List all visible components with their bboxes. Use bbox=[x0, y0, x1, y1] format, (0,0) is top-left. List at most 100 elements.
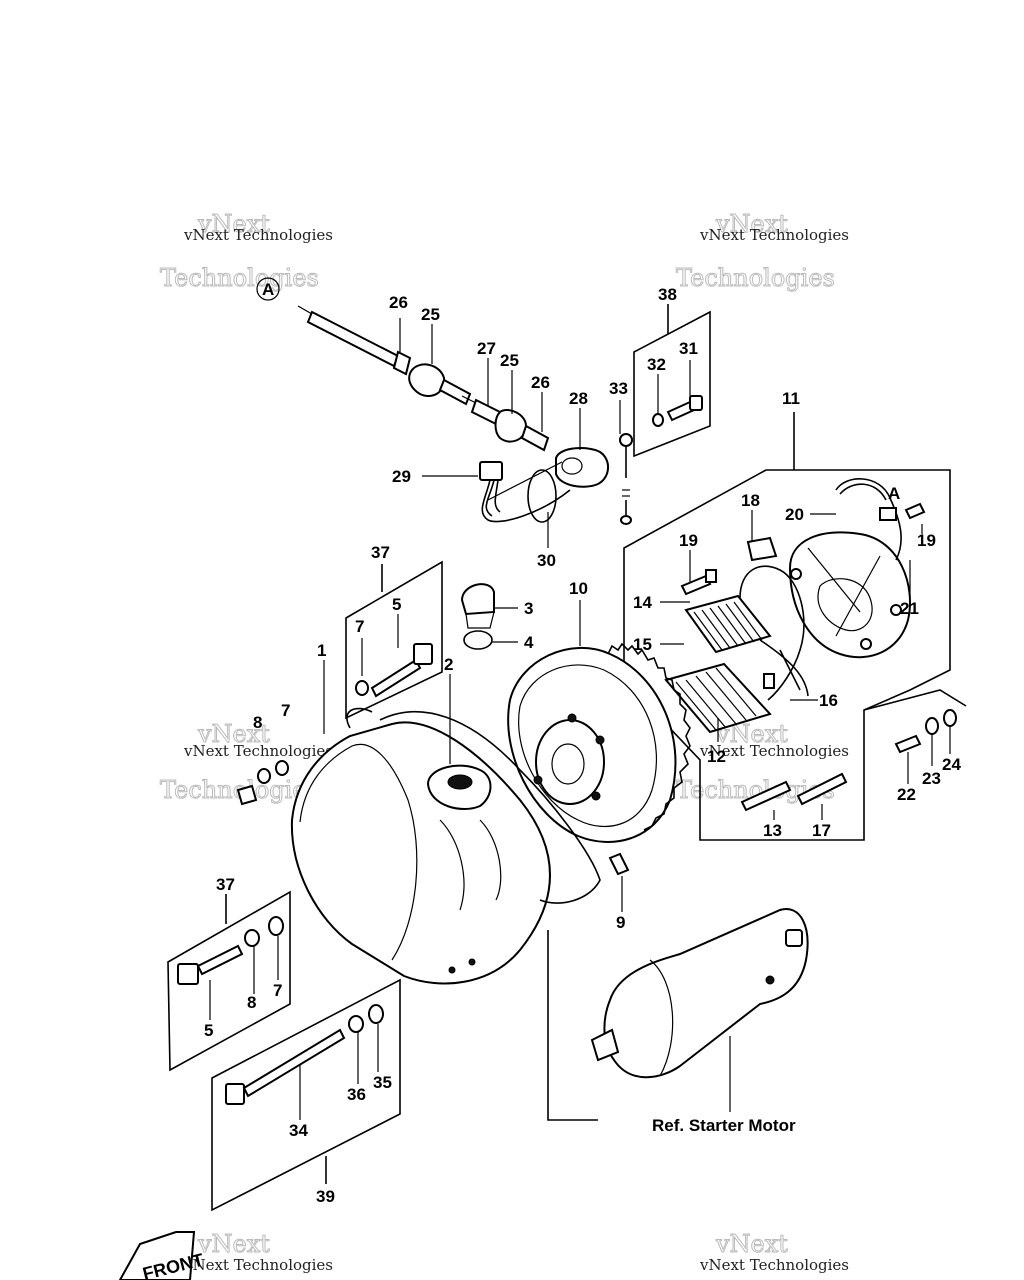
leader-lines bbox=[209, 318, 951, 1120]
dowel-pin-9 bbox=[608, 852, 630, 876]
long-bolt-34 bbox=[225, 1004, 384, 1105]
svg-text:vNext: vNext bbox=[715, 1230, 788, 1258]
label-34: 34 bbox=[289, 1121, 308, 1140]
label-20: 20 bbox=[785, 505, 804, 524]
nut-washers-left bbox=[236, 760, 289, 806]
bracket-22-24 bbox=[863, 689, 967, 711]
label-12: 12 bbox=[707, 747, 726, 766]
label-26-b: 26 bbox=[531, 373, 550, 392]
label-7-upper: 7 bbox=[355, 617, 364, 636]
gasket-2 bbox=[379, 710, 601, 904]
bracket-37-upper bbox=[345, 560, 443, 720]
label-27: 27 bbox=[477, 339, 496, 358]
label-31: 31 bbox=[679, 339, 698, 358]
pickup-18 bbox=[746, 536, 778, 562]
label-5-upper: 5 bbox=[392, 595, 401, 614]
watermark-middle-left: vNext vNext Technologies Technologies bbox=[160, 720, 334, 805]
label-1: 1 bbox=[317, 641, 326, 660]
label-32: 32 bbox=[647, 355, 666, 374]
label-38: 38 bbox=[658, 285, 677, 304]
svg-text:A: A bbox=[888, 484, 900, 503]
svg-text:vNext Technologies: vNext Technologies bbox=[699, 1256, 849, 1274]
screw-19-left bbox=[680, 569, 717, 596]
starter-motor bbox=[590, 908, 809, 1079]
ref-starter-motor-label: Ref. Starter Motor bbox=[652, 1116, 796, 1135]
washer-32 bbox=[652, 413, 664, 427]
bolt-5-lower bbox=[177, 916, 284, 985]
watermark-top-left: vNext vNext Technologies Technologies bbox=[160, 210, 334, 293]
filler-cap-3 bbox=[460, 583, 495, 629]
svg-text:vNext: vNext bbox=[197, 720, 270, 748]
coil-15 bbox=[664, 662, 772, 734]
svg-text:A: A bbox=[262, 280, 274, 299]
o-ring-4 bbox=[463, 630, 493, 650]
svg-text:vNext: vNext bbox=[197, 1230, 270, 1258]
svg-text:Technologies: Technologies bbox=[160, 264, 319, 292]
watermark-bottom-left: vNext vNext Technologies bbox=[183, 1230, 333, 1275]
svg-text:vNext: vNext bbox=[715, 210, 788, 238]
svg-text:vNext Technologies: vNext Technologies bbox=[699, 742, 849, 760]
svg-text:vNext Technologies: vNext Technologies bbox=[183, 226, 333, 244]
tacho-pickup-wire bbox=[479, 461, 571, 523]
ref-a-marker-right: A bbox=[888, 484, 900, 503]
bracket-starter-ref bbox=[547, 930, 598, 1121]
coil-14 bbox=[684, 594, 772, 654]
label-17: 17 bbox=[812, 821, 831, 840]
label-36: 36 bbox=[347, 1085, 366, 1104]
label-22: 22 bbox=[897, 785, 916, 804]
screws-13-17 bbox=[740, 772, 848, 812]
label-39: 39 bbox=[316, 1187, 335, 1206]
label-30: 30 bbox=[537, 551, 556, 570]
watermark-top-right: vNext vNext Technologies Technologies bbox=[676, 210, 850, 293]
label-19-right: 19 bbox=[917, 531, 936, 550]
label-16: 16 bbox=[819, 691, 838, 710]
label-7-left: 7 bbox=[281, 701, 290, 720]
bolt-31 bbox=[666, 395, 703, 422]
label-24: 24 bbox=[942, 755, 961, 774]
label-5-lower: 5 bbox=[204, 1021, 213, 1040]
label-25-a: 25 bbox=[421, 305, 440, 324]
label-15: 15 bbox=[633, 635, 652, 654]
bracket-38 bbox=[633, 310, 711, 458]
label-10: 10 bbox=[569, 579, 588, 598]
rotor-flywheel bbox=[507, 642, 691, 843]
svg-text:vNext Technologies: vNext Technologies bbox=[183, 1256, 333, 1274]
label-37-lower: 37 bbox=[216, 875, 235, 894]
watermark-bottom-right: vNext vNext Technologies bbox=[699, 1230, 849, 1275]
svg-text:Technologies: Technologies bbox=[676, 264, 835, 292]
tacho-cable-shaft bbox=[297, 305, 609, 501]
stator-wiring bbox=[739, 565, 809, 701]
label-8-left: 8 bbox=[253, 713, 262, 732]
label-2: 2 bbox=[444, 655, 453, 674]
label-4: 4 bbox=[524, 633, 534, 652]
label-28: 28 bbox=[569, 389, 588, 408]
callout-labels: 26 25 27 25 26 28 29 30 33 32 31 38 11 1… bbox=[204, 285, 961, 1206]
label-33: 33 bbox=[609, 379, 628, 398]
label-11: 11 bbox=[782, 389, 800, 408]
label-7-lower: 7 bbox=[273, 981, 282, 1000]
label-8-lower: 8 bbox=[247, 993, 256, 1012]
bolt-5-upper bbox=[355, 643, 433, 698]
label-18: 18 bbox=[741, 491, 760, 510]
label-3: 3 bbox=[524, 599, 533, 618]
label-29: 29 bbox=[392, 467, 411, 486]
bracket-37-lower bbox=[167, 890, 291, 1072]
stator-plate bbox=[788, 531, 911, 659]
label-26-a: 26 bbox=[389, 293, 408, 312]
bolt-33-wire bbox=[619, 433, 633, 525]
label-21: 21 bbox=[900, 599, 919, 618]
label-9: 9 bbox=[616, 913, 625, 932]
pickup-wire-20 bbox=[835, 478, 902, 561]
generator-cover bbox=[290, 707, 551, 985]
bracket-39 bbox=[211, 978, 401, 1212]
svg-text:vNext: vNext bbox=[197, 210, 270, 238]
label-13: 13 bbox=[763, 821, 782, 840]
screw-19-right bbox=[904, 502, 926, 520]
label-14: 14 bbox=[633, 593, 652, 612]
ref-a-marker-top: A bbox=[256, 277, 280, 301]
label-25-b: 25 bbox=[500, 351, 519, 370]
label-23: 23 bbox=[922, 769, 941, 788]
label-35: 35 bbox=[373, 1073, 392, 1092]
washer-stack-22-24 bbox=[894, 709, 957, 754]
